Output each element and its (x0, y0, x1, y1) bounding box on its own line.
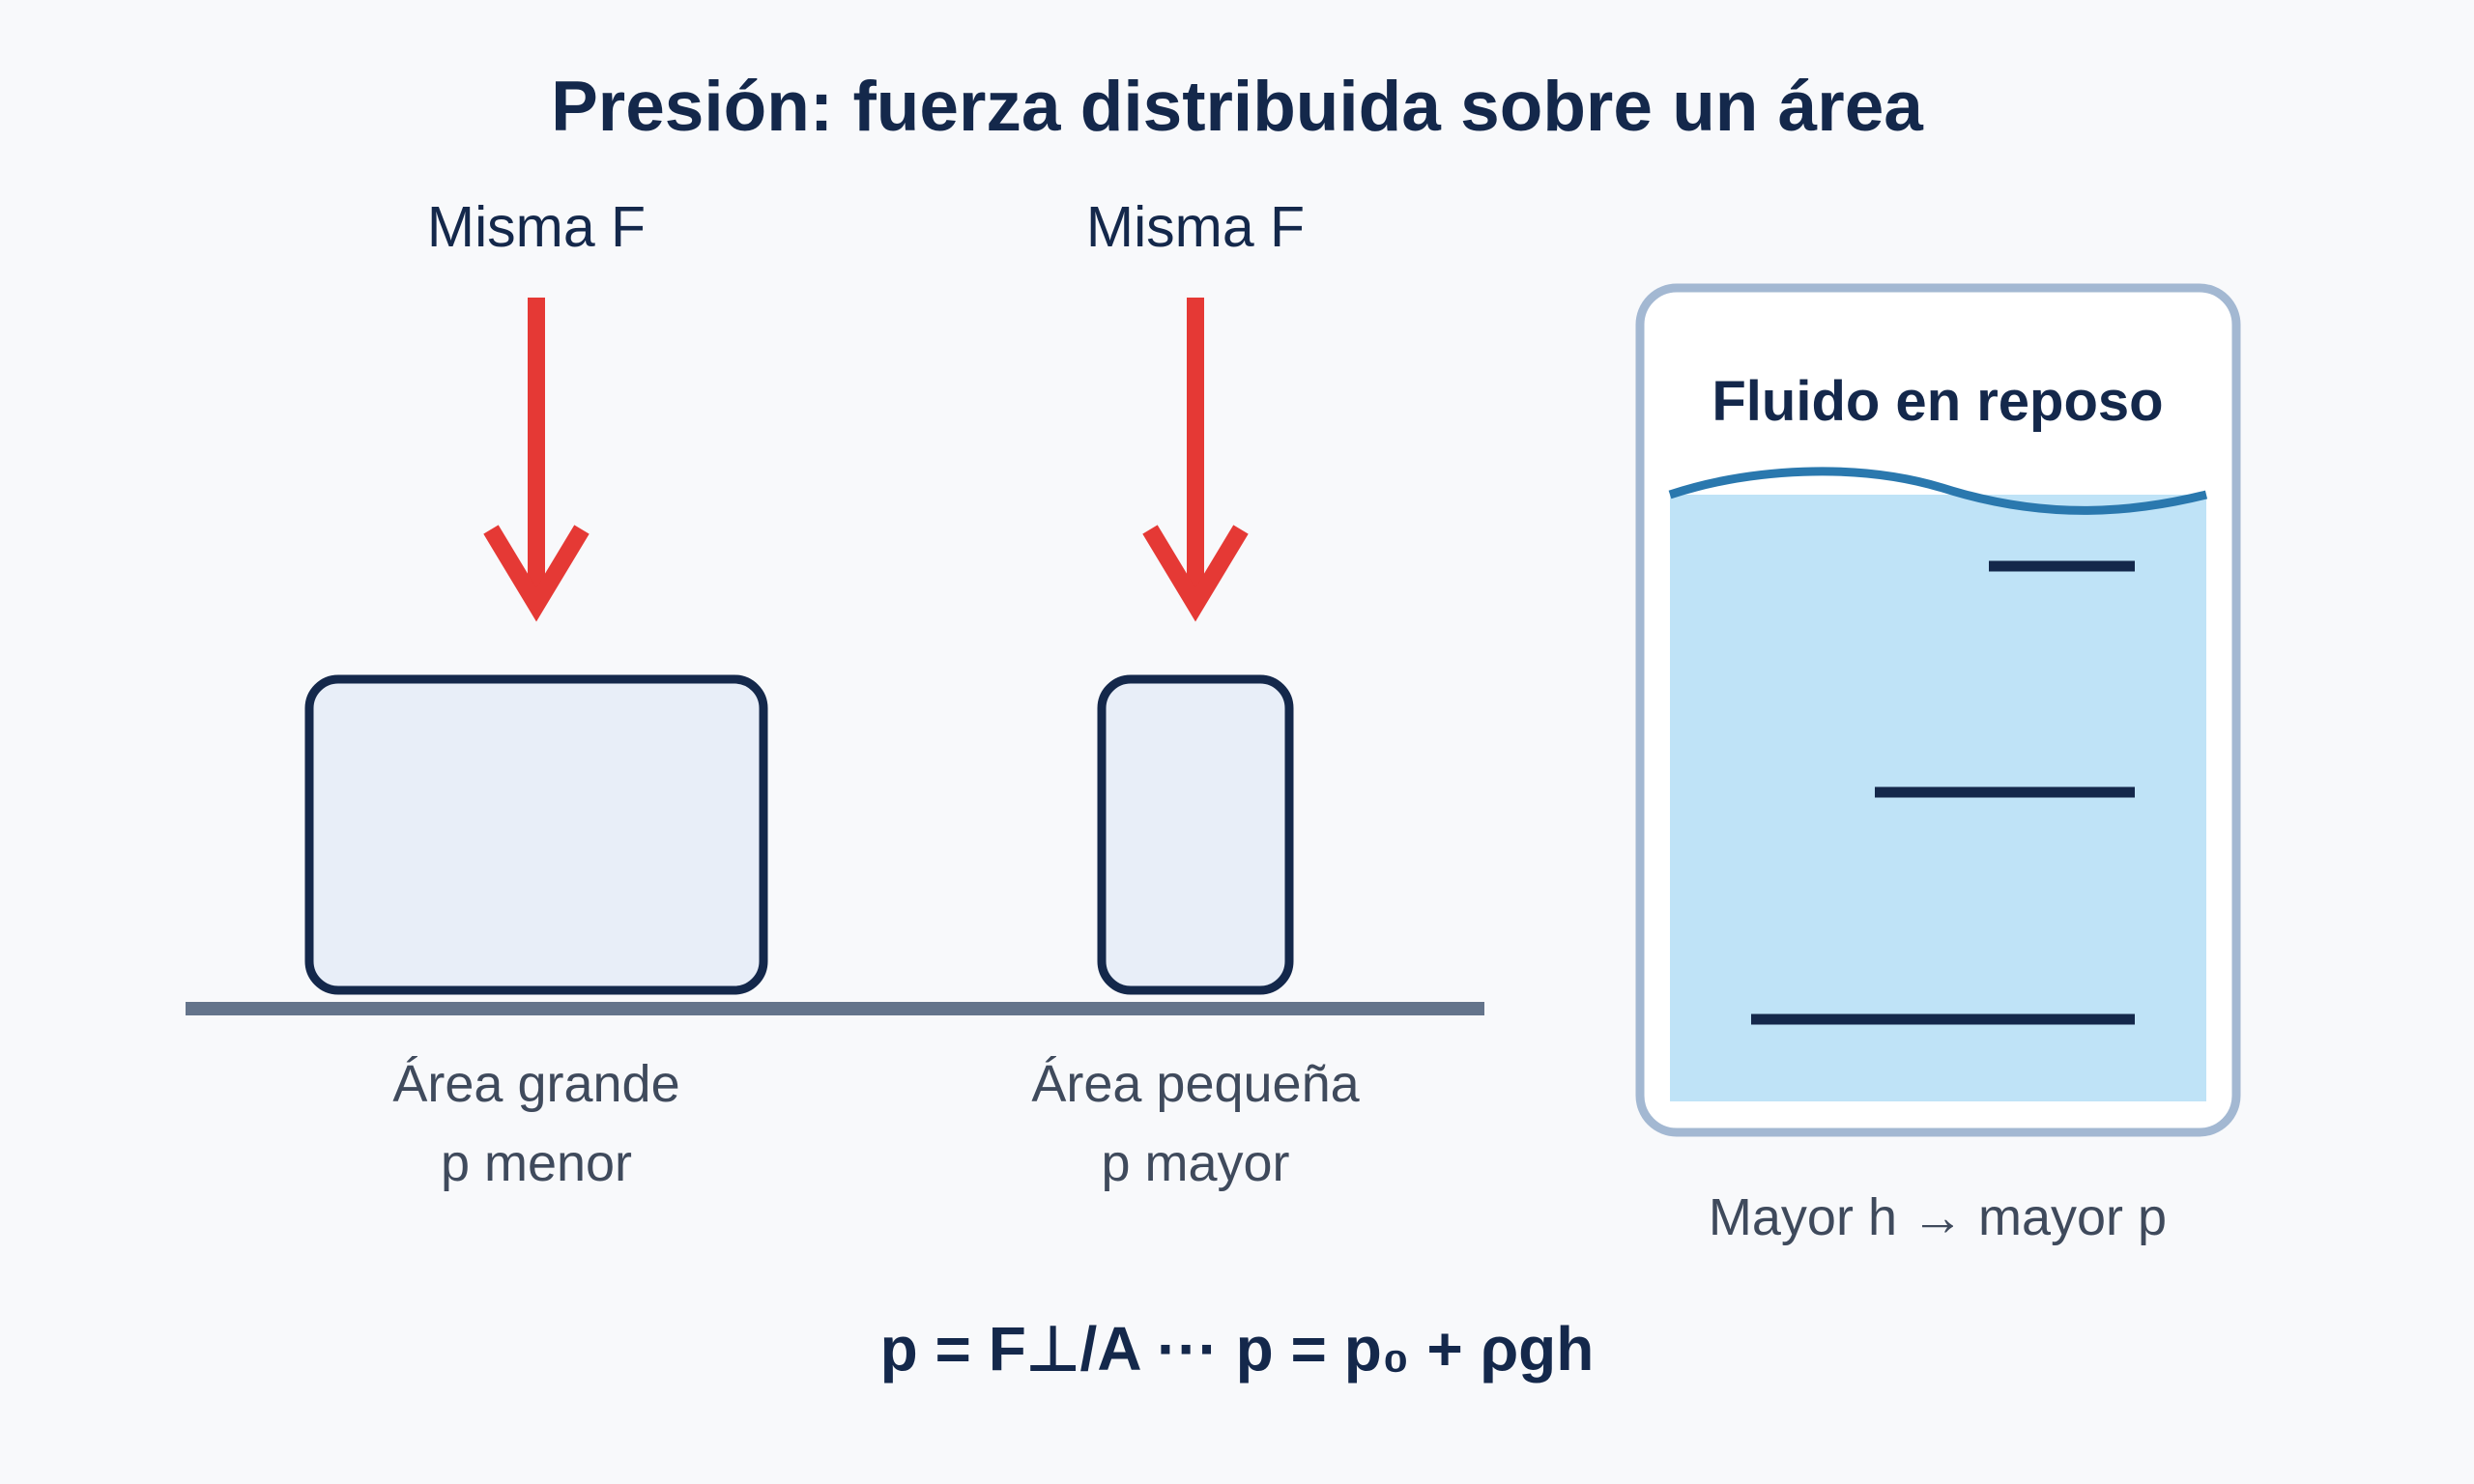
small-area-caption-line2: p mayor (1101, 1134, 1289, 1192)
large-area-force-label: Misma F (427, 195, 646, 259)
large-area-block (304, 674, 768, 995)
small-area-block (1097, 674, 1294, 995)
water-surface-line (1668, 467, 2208, 515)
small-area-force-label: Misma F (1086, 195, 1305, 259)
water-body (1670, 495, 2206, 1101)
fluid-panel-title: Fluido en reposo (1712, 370, 2163, 433)
large-area-force-arrow (483, 298, 590, 622)
fluid-panel-caption: Mayor h → mayor p (1709, 1188, 2167, 1246)
large-area-caption-line1: Área grande (392, 1055, 679, 1113)
fluid-panel: Fluido en reposo Mayor h → mayor p (1635, 283, 2241, 1246)
large-area-caption-line2: p menor (441, 1134, 632, 1192)
small-area-force-arrow (1142, 298, 1249, 622)
diagram-title: Presión: fuerza distribuida sobre un áre… (551, 68, 1924, 146)
pressure-formula: p = F⊥/A ··· p = p₀ + ρgh (880, 1314, 1595, 1384)
large-area-demo: Misma F Área grande p menor (304, 195, 768, 1192)
small-area-caption-line1: Área pequeña (1031, 1055, 1360, 1113)
small-area-demo: Misma F Área pequeña p mayor (1031, 195, 1360, 1192)
